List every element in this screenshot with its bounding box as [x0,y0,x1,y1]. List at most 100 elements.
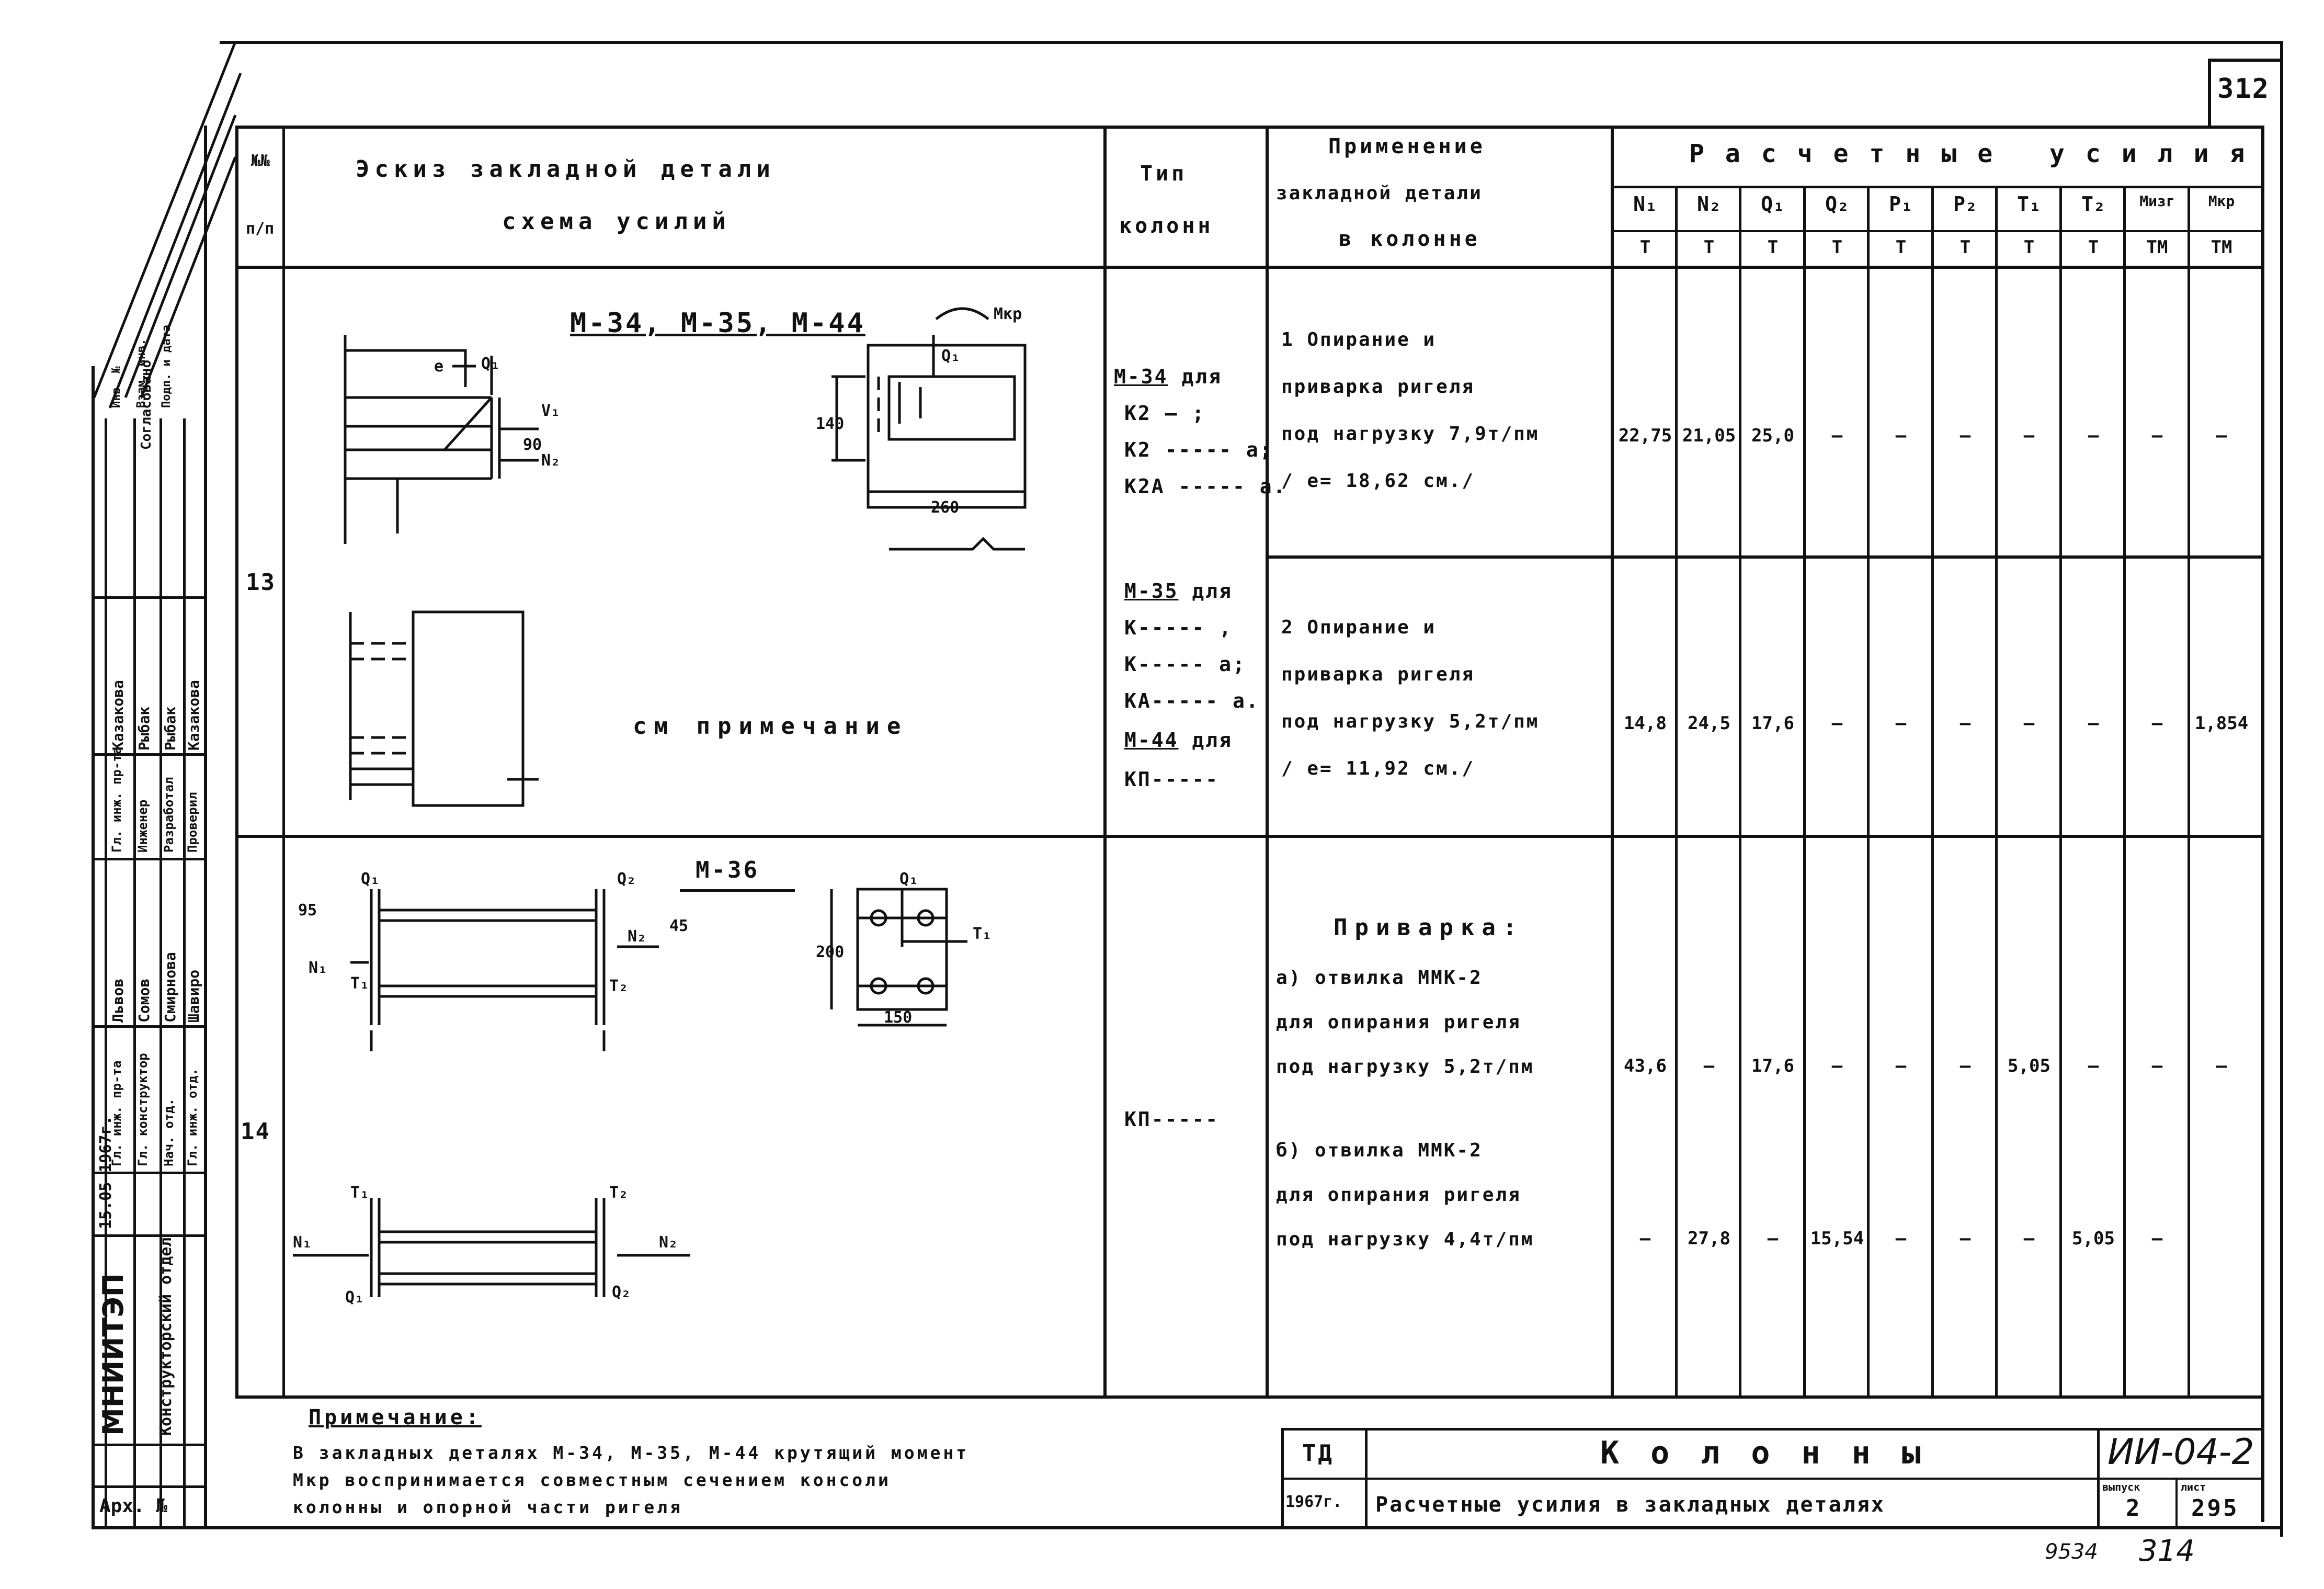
type-a-line3: К2А ----- а. [1124,475,1287,498]
q1-label: Q₁ [481,355,500,373]
row14-plate-sketch: Q₁ T₁ 200 150 [816,870,992,1027]
type-c-mark-code: М-44 [1124,729,1179,752]
app14-line-0: Приварка: [1334,914,1524,941]
dim-95: 95 [298,901,317,920]
force-col-5-unit: Т [1960,237,1971,258]
row13-note-reference: см примечание [633,713,908,740]
val14b-col-4: — [1895,1228,1907,1249]
val13a-col-6: — [2023,425,2035,446]
stamp-role-4: Гл. инж. пр-та [109,746,124,853]
type-b-line2: К----- а; [1124,653,1246,676]
note-title: Примечание: [309,1405,482,1429]
val13b-col-2: 17,6 [1751,713,1794,734]
val14b-col-7: 5,05 [2072,1228,2115,1249]
mkr-label: Мкр [994,305,1022,323]
force-col-7-name: T₂ [2081,192,2105,215]
note-line3: колонны и опорной части ригеля [293,1497,683,1517]
title-year: 1967г. [1285,1493,1342,1511]
nn-label: №№ [251,152,270,170]
stamp-org: МНИИТЭП [97,1273,130,1436]
val14a-col-1: — [1703,1055,1715,1076]
force-col-1-unit: Т [1703,237,1715,258]
stamp-name-2: Смирнова [162,952,179,1023]
val13a-col-0: 22,75 [1618,425,1672,446]
force-col-6-name: T₁ [2017,192,2041,215]
val14b-col-2: — [1767,1228,1779,1249]
val14b-col-6: — [2023,1228,2035,1249]
top-t1: T₁ [350,974,369,993]
app13a-line-2: под нагрузку 7,9т/пм [1281,423,1540,445]
val13a-col-3: — [1831,425,1843,446]
type-a-mark: М-34 для [1114,366,1222,388]
val13b-col-5: — [1960,713,1971,734]
top-q1: Q₁ [361,870,380,888]
app14-line-3: под нагрузку 5,2т/пм [1276,1056,1534,1077]
title-subtitle: Расчетные усилия в закладных деталях [1375,1493,1885,1517]
plate-t1: T₁ [973,925,992,943]
bottom-t2: T₂ [609,1184,628,1202]
app14-line-5: для опирания ригеля [1276,1184,1521,1206]
application-header-line2: закладной детали [1276,183,1483,204]
title-name: Колонны [1600,1435,1952,1471]
dim-200: 200 [816,943,844,961]
app13b-line-0: 2 Опирание и [1281,617,1437,638]
row13-connection-sketch: e Q₁ V₁ 90 N₂ [344,335,560,544]
app13a-line-1: приварка ригеля [1281,376,1475,398]
force-col-4-name: P₁ [1889,192,1913,215]
val13a-col-1: 21,05 [1682,425,1736,446]
stamp-role-1: Гл. конструктор [135,1053,150,1166]
bottom-t1: T₁ [350,1184,369,1202]
val13b-col-7: — [2088,713,2099,734]
top-q2: Q₂ [617,870,636,888]
row13-number: 13 [246,569,276,596]
row14-number: 14 [241,1118,270,1145]
bottom-n1: N₁ [293,1233,312,1252]
stamp-arch: Арх. № [99,1495,168,1517]
app13a-line-0: 1 Опирание и [1281,329,1437,350]
val14a-col-9: — [2216,1055,2227,1076]
stamp-role-5: Инженер [135,799,150,853]
val13a-col-5: — [1960,425,1971,446]
force-col-8-name: Mизг [2139,192,2175,210]
val13b-col-0: 14,8 [1624,713,1667,734]
issue-label: выпуск [2102,1481,2140,1493]
stamp-name-7: Казакова [185,680,202,751]
title-series: ИИ-04-2 [2107,1432,2254,1473]
row14-detail-title: М-36 [696,857,759,883]
type-a-mark-rest: для [1181,365,1223,388]
forces-header: Расчетные усилия [1689,139,2266,168]
app13b-line-1: приварка ригеля [1281,664,1475,685]
type-a-line1: К2 — ; [1124,402,1206,425]
row14-bottom-sketch: N₁ N₂ T₁ T₂ Q₁ Q₂ [293,1184,690,1307]
application-header-line3: в колонне [1339,227,1480,251]
force-col-2-unit: Т [1767,237,1779,258]
force-col-8-unit: ТМ [2146,237,2168,258]
dim-260: 260 [931,498,959,517]
force-col-0-name: N₁ [1633,192,1657,215]
dim-150: 150 [884,1008,912,1027]
force-col-6-unit: Т [2023,237,2035,258]
val13b-col-4: — [1895,713,1907,734]
stamp-name-0: Львов [109,978,127,1023]
type-c-mark-rest: для [1192,729,1233,752]
app14-line-6: под нагрузку 4,4т/пм [1276,1229,1534,1250]
row13-plate-sketch: Мкр Q₁ 140 260 [816,305,1027,551]
app13a-line-3: / e= 18,62 см./ [1281,470,1475,492]
val14a-col-8: — [2151,1055,2163,1076]
sketch-header-line1: Эскиз закладной детали [356,156,776,183]
force-col-4-unit: Т [1895,237,1907,258]
e-label: e [434,357,443,376]
type-a-mark-code: М-34 [1114,365,1168,388]
dim-140: 140 [816,415,844,433]
val13a-col-9: — [2216,425,2227,446]
force-col-5-name: P₂ [1953,192,1977,215]
type-c-mark: М-44 для [1124,729,1233,752]
val14a-col-4: — [1895,1055,1907,1076]
stamp-name-3: Шавиро [185,969,202,1023]
val13b-col-1: 24,5 [1688,713,1730,734]
top-n1: N₁ [309,959,327,977]
issue-number: 2 [2126,1495,2145,1522]
val13b-col-8: — [2151,713,2163,734]
plate-q1: Q₁ [899,870,918,888]
type-b-line3: КА----- а. [1124,689,1260,712]
